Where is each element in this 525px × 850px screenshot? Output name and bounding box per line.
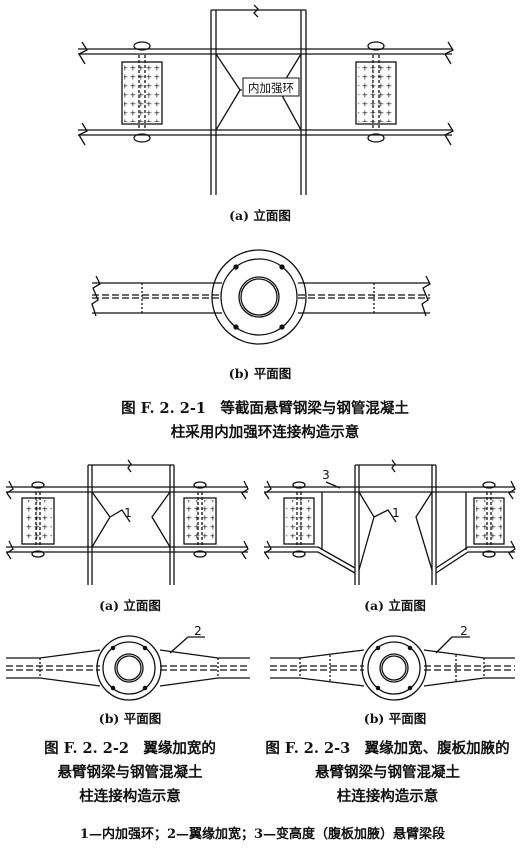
fig2-plan bbox=[6, 635, 250, 701]
fig3-sub-a: (a) 立面图 bbox=[364, 598, 426, 613]
fig2-title-line3: 柱连接构造示意 bbox=[79, 788, 181, 805]
fig3-sub-b: (b) 平面图 bbox=[363, 711, 427, 726]
fig2-sub-a: (a) 立面图 bbox=[99, 598, 161, 613]
fig1-sub-b: (b) 平面图 bbox=[228, 366, 292, 381]
fig2-callout-2: 2 bbox=[194, 624, 202, 638]
fig3-plan bbox=[270, 635, 515, 701]
fig2-elevation bbox=[6, 459, 249, 585]
fig3-elevation bbox=[264, 459, 516, 585]
fig1-sub-a: (a) 立面图 bbox=[229, 208, 291, 223]
fig2-title-line2: 悬臂钢梁与钢管混凝土 bbox=[57, 764, 203, 781]
fig1-title-line1: 图 F. 2. 2-1 等截面悬臂钢梁与钢管混凝土 bbox=[121, 400, 409, 417]
fig3-title-line3: 柱连接构造示意 bbox=[336, 788, 439, 805]
fig3-title-line2: 悬臂钢梁与钢管混凝土 bbox=[315, 764, 460, 781]
fig1-title-line2: 柱采用内加强环连接构造示意 bbox=[170, 424, 360, 441]
ring-label-box bbox=[242, 77, 300, 97]
fig3-callout-1: 1 bbox=[392, 506, 400, 520]
fig3-callout-2: 2 bbox=[460, 624, 468, 638]
fig3-title-line1: 图 F. 2. 2-3 翼缘加宽、腹板加腋的 bbox=[265, 740, 510, 757]
fig3-callout-3: 3 bbox=[322, 468, 330, 482]
legend: 1—内加强环；2—翼缘加宽；3—变高度（腹板加腋）悬臂梁段 bbox=[79, 827, 446, 842]
fig2-callout-1: 1 bbox=[124, 506, 132, 520]
ring-label: 内加强环 bbox=[248, 81, 294, 95]
fig2-title-line1: 图 F. 2. 2-2 翼缘加宽的 bbox=[44, 740, 216, 757]
fig2-sub-b: (b) 平面图 bbox=[98, 711, 162, 726]
fig1-elevation bbox=[78, 4, 454, 195]
fig1-plan bbox=[91, 249, 431, 345]
